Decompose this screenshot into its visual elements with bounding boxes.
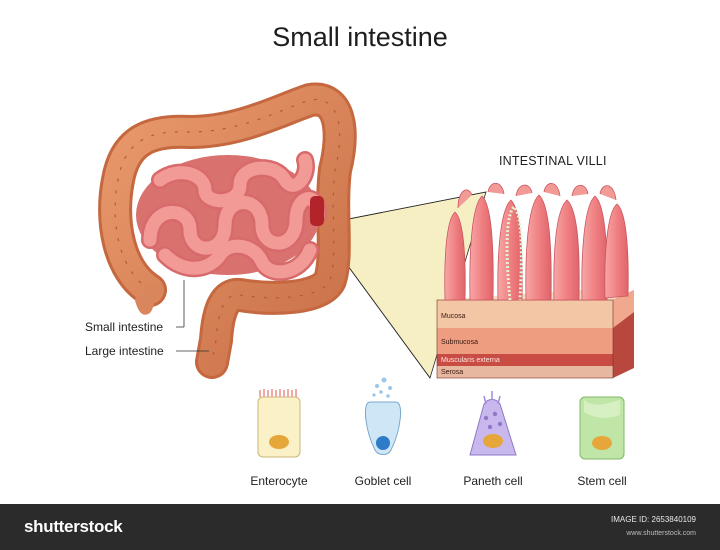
enterocyte-illustration xyxy=(257,389,301,458)
large-intestine xyxy=(98,82,357,379)
goblet-cell-label: Goblet cell xyxy=(354,474,412,488)
muscularis-label: Muscularis externa xyxy=(441,357,500,364)
image-id: IMAGE ID: 2653840109 xyxy=(611,515,696,524)
page-title: Small intestine xyxy=(272,22,448,52)
stem-cell-label: Stem cell xyxy=(577,474,627,488)
footer-bar: shutterstock IMAGE ID: 2653840109 www.sh… xyxy=(0,504,720,550)
shutterstock-logo: shutterstock xyxy=(24,517,123,536)
goblet-cell-illustration xyxy=(364,377,402,455)
stem-cell-illustration xyxy=(579,396,625,460)
submucosa-label: Submucosa xyxy=(441,339,478,346)
enterocyte-label: Enterocyte xyxy=(250,474,308,488)
large-intestine-label: Large intestine xyxy=(85,344,164,358)
capillary xyxy=(505,204,523,301)
tissue-block xyxy=(436,288,634,379)
villi-title: INTESTINAL VILLI xyxy=(499,154,607,168)
small-intestine xyxy=(141,151,327,281)
serosa-label: Serosa xyxy=(441,369,464,376)
small-intestine-label: Small intestine xyxy=(85,320,164,334)
cut-section xyxy=(310,196,324,226)
paneth-cell-illustration xyxy=(469,391,517,456)
villi xyxy=(444,182,629,301)
intestine-illustration xyxy=(98,82,634,460)
site-url: www.shutterstock.com xyxy=(626,530,696,537)
paneth-cell-label: Paneth cell xyxy=(463,474,523,488)
mucosa-label: Mucosa xyxy=(441,313,466,320)
